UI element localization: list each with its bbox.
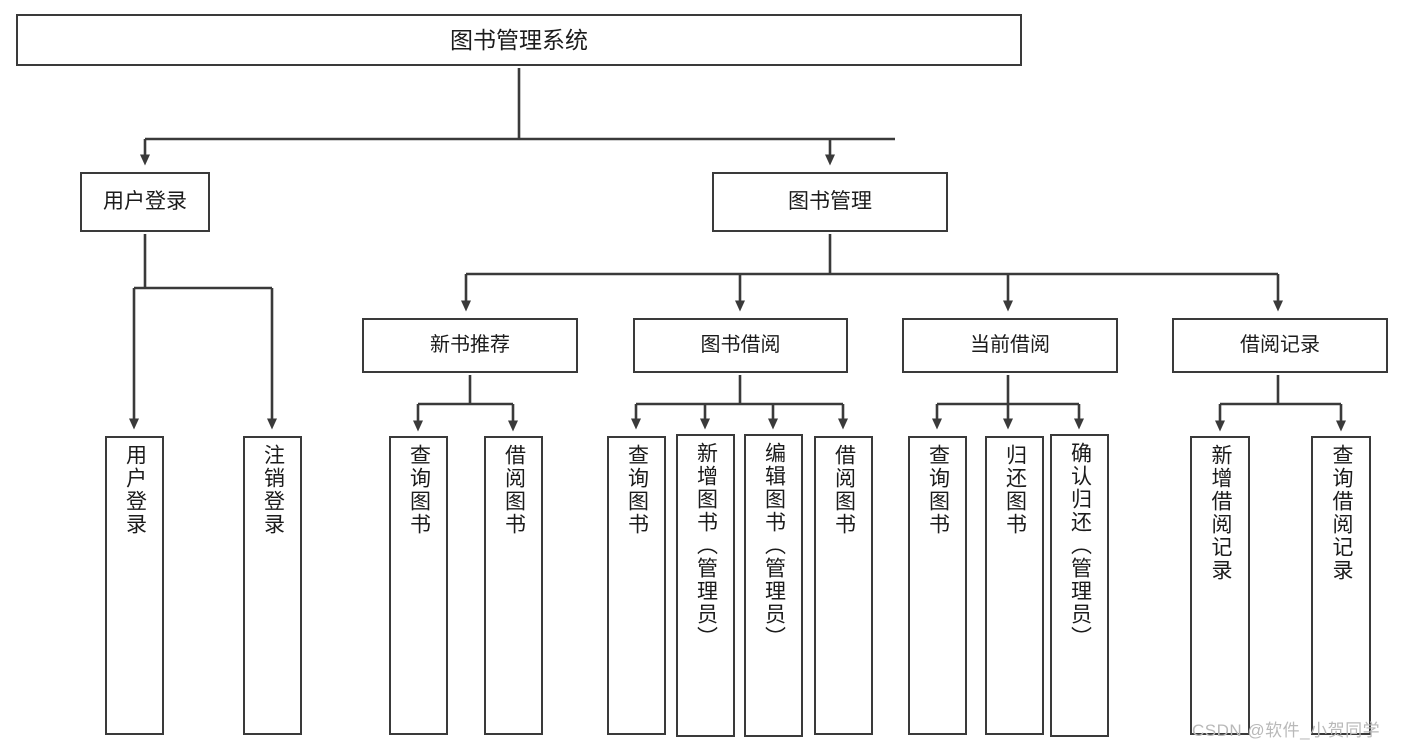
node-label: 新增借阅记录 (1209, 444, 1233, 582)
leaf-borrow-book-recommend[interactable]: 借阅图书 (484, 436, 543, 735)
node-label: 用户登录 (103, 189, 187, 213)
node-new-book-recommend[interactable]: 新书推荐 (362, 318, 578, 373)
node-label: 查询图书 (625, 444, 649, 536)
leaf-return-book[interactable]: 归还图书 (985, 436, 1044, 735)
edges-borrow (631, 375, 848, 430)
node-borrow-record[interactable]: 借阅记录 (1172, 318, 1388, 373)
node-label: 图书借阅 (700, 334, 781, 356)
edges-borrow-record (1215, 375, 1346, 432)
node-label: 查询图书 (407, 444, 431, 536)
node-label: 确认归还（管理员） (1068, 442, 1092, 649)
leaf-query-borrow-record[interactable]: 查询借阅记录 (1311, 436, 1371, 735)
node-label: 编辑图书（管理员） (762, 442, 786, 649)
leaf-query-book-borrow[interactable]: 查询图书 (607, 436, 666, 735)
node-label: 查询图书 (926, 444, 950, 536)
node-book-borrow[interactable]: 图书借阅 (633, 318, 848, 373)
leaf-edit-book-admin[interactable]: 编辑图书（管理员） (744, 434, 803, 737)
node-root[interactable]: 图书管理系统 (16, 14, 1022, 66)
leaf-borrow-book[interactable]: 借阅图书 (814, 436, 873, 735)
node-label: 借阅图书 (832, 444, 856, 536)
leaf-add-borrow-record[interactable]: 新增借阅记录 (1190, 436, 1250, 735)
edges-new-book (413, 375, 518, 432)
edges-user-login (129, 234, 277, 430)
leaf-user-login[interactable]: 用户登录 (105, 436, 164, 735)
edges-current-borrow (932, 375, 1084, 430)
edges-root (140, 68, 895, 166)
node-label: 图书管理系统 (450, 26, 588, 53)
node-current-borrow[interactable]: 当前借阅 (902, 318, 1118, 373)
node-label: 用户登录 (123, 444, 147, 536)
leaf-query-book-recommend[interactable]: 查询图书 (389, 436, 448, 735)
node-label: 查询借阅记录 (1330, 444, 1354, 582)
edges-book-manage (461, 234, 1283, 312)
leaf-logout[interactable]: 注销登录 (243, 436, 302, 735)
node-label: 图书管理 (788, 189, 872, 213)
node-label: 注销登录 (261, 444, 285, 536)
node-user-login[interactable]: 用户登录 (80, 172, 210, 232)
node-label: 新书推荐 (430, 334, 510, 356)
leaf-query-book-current[interactable]: 查询图书 (908, 436, 967, 735)
node-book-management[interactable]: 图书管理 (712, 172, 948, 232)
node-label: 当前借阅 (970, 334, 1050, 356)
leaf-add-book-admin[interactable]: 新增图书（管理员） (676, 434, 735, 737)
node-label: 借阅记录 (1240, 334, 1320, 356)
csdn-watermark: CSDN @软件_小贺同学 (1192, 721, 1381, 740)
node-label: 归还图书 (1003, 444, 1027, 536)
leaf-confirm-return-admin[interactable]: 确认归还（管理员） (1050, 434, 1109, 737)
node-label: 借阅图书 (502, 444, 526, 536)
node-label: 新增图书（管理员） (694, 442, 718, 649)
